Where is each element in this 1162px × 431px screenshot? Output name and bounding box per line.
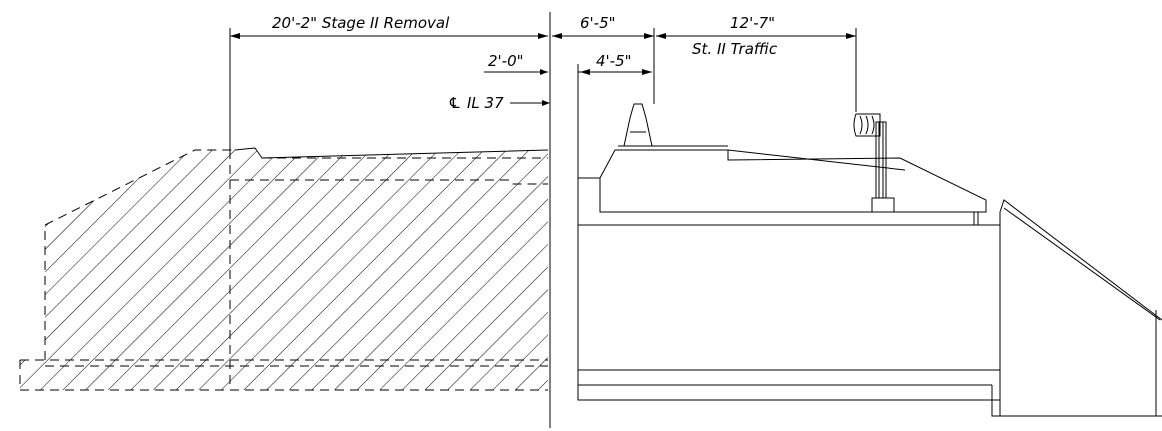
stage2-traffic-label: St. II Traffic: [692, 40, 778, 58]
stage2-removal-dimension: 20'-2" Stage II Removal: [272, 14, 450, 32]
centerline-label: IL 37: [467, 94, 504, 112]
dimension-lines: [229, 28, 857, 178]
remaining-superstructure: [577, 145, 1162, 417]
dimension-labels: 20'-2" Stage II Removal 6'-5" 12'-7" St.…: [272, 14, 778, 70]
dimension-12-7: 12'-7": [730, 14, 775, 32]
dimension-2-0: 2'-0": [488, 52, 524, 70]
rail-post: [853, 113, 895, 213]
centerline-il37: ℄ IL 37: [448, 12, 551, 428]
dimension-4-5: 4'-5": [596, 52, 632, 70]
centerline-symbol: ℄: [448, 94, 461, 112]
dimension-6-5: 6'-5": [580, 14, 616, 32]
stage2-removal-area: [19, 147, 549, 391]
temporary-barrier: [623, 103, 653, 147]
